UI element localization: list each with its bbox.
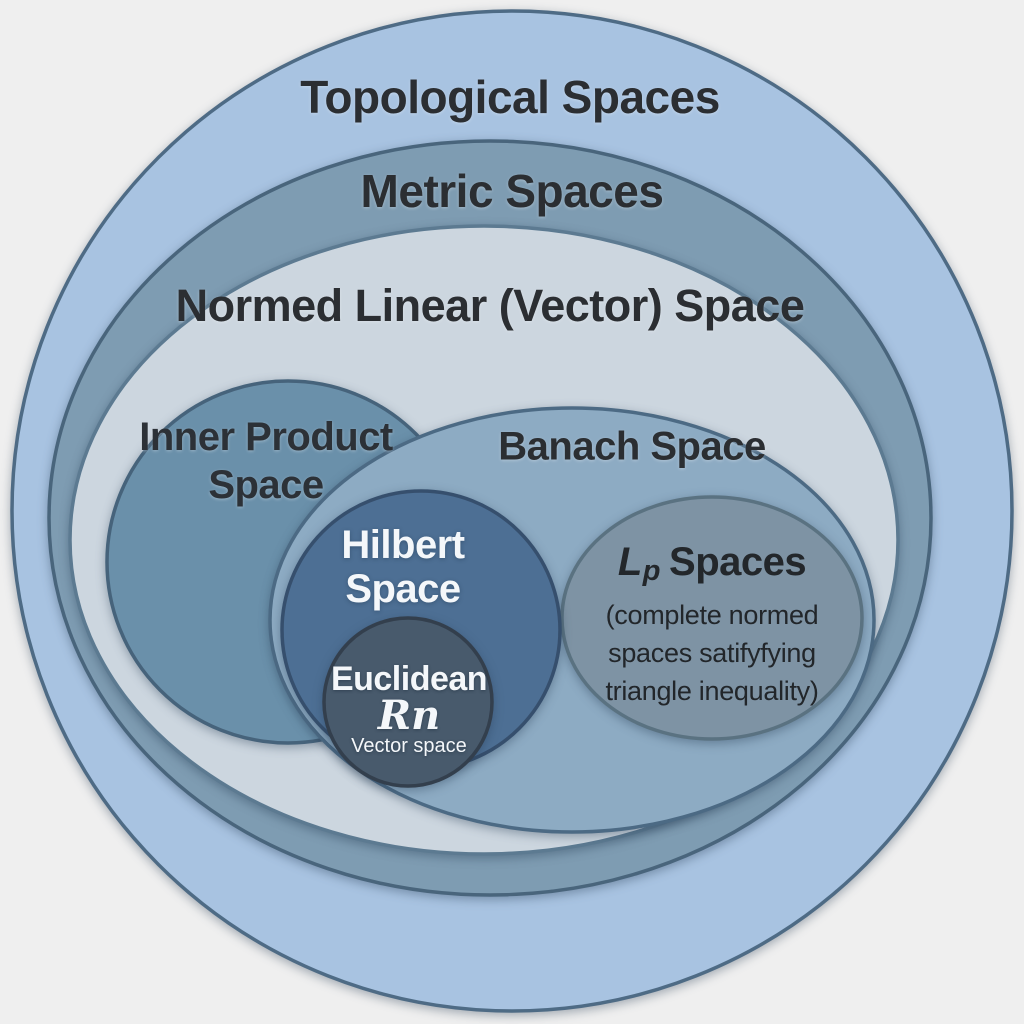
inner-product-space-label-line2: Space bbox=[208, 463, 324, 507]
lp-spaces-region bbox=[560, 495, 864, 741]
lp-title-text: Spaces bbox=[669, 540, 807, 584]
hilbert-space-label-line2: Space bbox=[345, 567, 461, 611]
euclidean-rn-label: Euclidean Rn Vector space bbox=[330, 660, 488, 758]
inner-product-space-label-line1: Inner Product bbox=[139, 415, 393, 459]
topological-spaces-label: Topological Spaces bbox=[300, 71, 720, 123]
banach-space-label: Banach Space bbox=[498, 424, 766, 469]
normed-linear-space-label: Normed Linear (Vector) Space bbox=[175, 280, 805, 331]
euclidean-subtitle: Vector space bbox=[351, 735, 467, 757]
lp-description-line2: spaces satifyfying bbox=[608, 638, 816, 668]
lp-symbol-subscript-p: p bbox=[642, 555, 661, 587]
lp-symbol-L: L bbox=[617, 540, 642, 584]
euclidean-rn-symbol: Rn bbox=[377, 692, 441, 739]
hilbert-space-label-line1: Hilbert bbox=[341, 523, 465, 567]
lp-description-line1: (complete normed bbox=[605, 600, 819, 630]
hilbert-space-label: Hilbert Space bbox=[341, 523, 465, 611]
lp-spaces-description: (complete normed spaces satifyfying tria… bbox=[605, 596, 818, 710]
euclidean-title: Euclidean bbox=[330, 660, 488, 698]
lp-description-line3: triangle inequality) bbox=[605, 676, 819, 706]
inner-product-space-label: Inner Product Space bbox=[139, 413, 393, 509]
metric-spaces-label: Metric Spaces bbox=[360, 165, 664, 217]
euclidean-rn-region bbox=[322, 616, 494, 788]
